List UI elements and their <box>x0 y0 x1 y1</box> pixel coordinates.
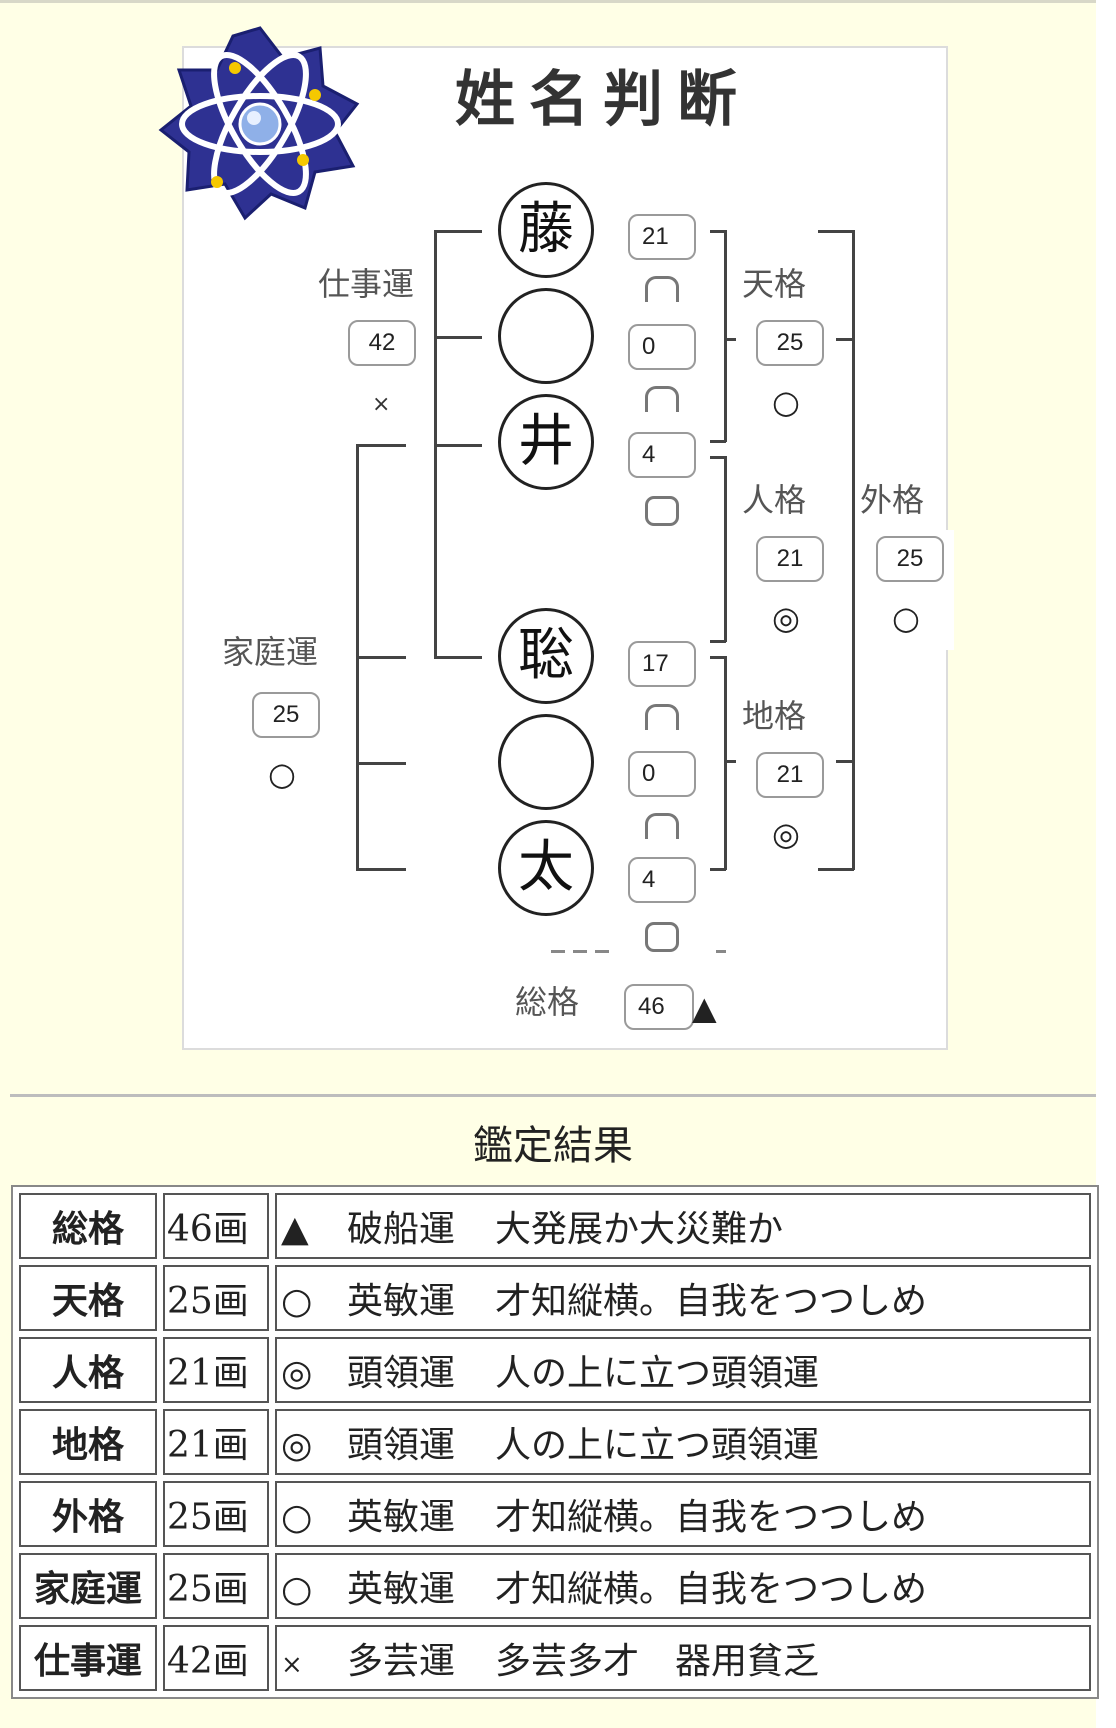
section-divider <box>10 1094 1096 1097</box>
name-char-2[interactable] <box>498 288 594 384</box>
tenkaku-value: 25 <box>756 320 824 366</box>
result-desc: ◎ 頭領運人の上に立つ頭領運 <box>275 1409 1091 1475</box>
result-key: 総格 <box>19 1193 157 1259</box>
result-name: 英敏運 <box>347 1281 456 1322</box>
result-name: 多芸運 <box>347 1641 456 1682</box>
result-key: 外格 <box>19 1481 157 1547</box>
result-desc: ○ 英敏運才知縦横。自我をつつしめ <box>275 1481 1091 1547</box>
result-mark: ○ <box>281 1569 313 1610</box>
tenkaku-label: 天格 <box>742 266 807 302</box>
page-title: 姓名判断 <box>455 65 751 135</box>
jinkaku-mark: ◎ <box>772 599 800 637</box>
result-mark: ◎ <box>281 1425 313 1466</box>
gaikaku-label: 外格 <box>860 482 925 518</box>
result-text: 人の上に立つ頭領運 <box>495 1353 820 1394</box>
result-value: 25画 <box>163 1481 269 1547</box>
result-key: 家庭運 <box>19 1553 157 1619</box>
stroke-box-1: 21 <box>628 214 696 260</box>
connector-arch <box>645 276 679 302</box>
result-desc: ▲ 破船運大発展か大災難か <box>275 1193 1091 1259</box>
shigoto-value: 42 <box>348 320 416 366</box>
result-name: 頭領運 <box>347 1425 456 1466</box>
page-edge <box>1096 0 1116 1728</box>
empty-box <box>645 922 679 952</box>
katei-label: 家庭運 <box>222 634 319 670</box>
result-text: 人の上に立つ頭領運 <box>495 1425 820 1466</box>
results-title: 鑑定結果 <box>473 1123 633 1169</box>
name-char-5[interactable] <box>498 714 594 810</box>
tenkaku-mark: ○ <box>772 383 800 421</box>
chikaku-mark: ◎ <box>772 815 800 853</box>
table-row: 人格 21画 ◎ 頭領運人の上に立つ頭領運 <box>19 1337 1091 1403</box>
result-value: 42画 <box>163 1625 269 1691</box>
result-value: 46画 <box>163 1193 269 1259</box>
katei-mark: ○ <box>268 755 296 793</box>
result-key: 地格 <box>19 1409 157 1475</box>
table-row: 家庭運 25画 ○ 英敏運才知縦横。自我をつつしめ <box>19 1553 1091 1619</box>
soukaku-value: 46 <box>624 984 694 1030</box>
result-key: 人格 <box>19 1337 157 1403</box>
result-desc: ○ 英敏運才知縦横。自我をつつしめ <box>275 1265 1091 1331</box>
stroke-box-4: 17 <box>628 641 696 687</box>
result-name: 破船運 <box>347 1209 456 1250</box>
result-desc: ○ 英敏運才知縦横。自我をつつしめ <box>275 1553 1091 1619</box>
name-char-3[interactable]: 井 <box>498 394 594 490</box>
chikaku-value: 21 <box>756 752 824 798</box>
jinkaku-label: 人格 <box>742 482 807 518</box>
connector-arch <box>645 813 679 839</box>
soukaku-label: 総格 <box>515 984 580 1020</box>
result-mark: ○ <box>281 1281 313 1322</box>
shigoto-label: 仕事運 <box>318 266 415 302</box>
result-text: 才知縦横。自我をつつしめ <box>495 1569 928 1610</box>
result-mark: ◎ <box>281 1353 313 1394</box>
result-mark: ○ <box>281 1497 313 1538</box>
gaikaku-value: 25 <box>876 536 944 582</box>
atom-logo-icon <box>158 26 360 221</box>
result-value: 25画 <box>163 1553 269 1619</box>
stroke-box-5: 0 <box>628 751 696 797</box>
results-table: 総格 46画 ▲破船運大発展か大災難か 天格 25画 ○英敏運才知縦横。自我をつ… <box>11 1185 1099 1699</box>
result-key: 仕事運 <box>19 1625 157 1691</box>
result-desc: ◎ 頭領運人の上に立つ頭領運 <box>275 1337 1091 1403</box>
result-text: 多芸多才 器用貧乏 <box>495 1641 820 1682</box>
empty-box <box>645 496 679 526</box>
result-name: 英敏運 <box>347 1569 456 1610</box>
stroke-box-2: 0 <box>628 324 696 370</box>
result-value: 25画 <box>163 1265 269 1331</box>
gaikaku-mark: ○ <box>892 599 920 637</box>
name-char-1[interactable]: 藤 <box>498 182 594 278</box>
result-key: 天格 <box>19 1265 157 1331</box>
top-rule <box>0 0 1096 3</box>
chikaku-label: 地格 <box>742 698 807 734</box>
table-row: 天格 25画 ○ 英敏運才知縦横。自我をつつしめ <box>19 1265 1091 1331</box>
table-row: 地格 21画 ◎ 頭領運人の上に立つ頭領運 <box>19 1409 1091 1475</box>
stroke-box-6: 4 <box>628 857 696 903</box>
result-text: 大発展か大災難か <box>495 1209 784 1250</box>
stroke-box-3: 4 <box>628 432 696 478</box>
connector-arch <box>645 704 679 730</box>
soukaku-mark: ▲ <box>692 989 717 1027</box>
jinkaku-value: 21 <box>756 536 824 582</box>
name-char-4[interactable]: 聡 <box>498 608 594 704</box>
result-mark: × <box>281 1650 303 1680</box>
panel-gap <box>946 530 954 650</box>
result-desc: × 多芸運多芸多才 器用貧乏 <box>275 1625 1091 1691</box>
table-row: 外格 25画 ○ 英敏運才知縦横。自我をつつしめ <box>19 1481 1091 1547</box>
result-text: 才知縦横。自我をつつしめ <box>495 1281 928 1322</box>
shigoto-mark: × <box>372 392 391 417</box>
connector-arch <box>645 386 679 412</box>
result-value: 21画 <box>163 1409 269 1475</box>
katei-value: 25 <box>252 692 320 738</box>
result-value: 21画 <box>163 1337 269 1403</box>
table-row: 総格 46画 ▲ 破船運大発展か大災難か <box>19 1193 1091 1259</box>
result-name: 頭領運 <box>347 1353 456 1394</box>
table-row: 仕事運 42画 × 多芸運多芸多才 器用貧乏 <box>19 1625 1091 1691</box>
result-mark: ▲ <box>281 1209 309 1250</box>
result-name: 英敏運 <box>347 1497 456 1538</box>
name-char-6[interactable]: 太 <box>498 820 594 916</box>
result-text: 才知縦横。自我をつつしめ <box>495 1497 928 1538</box>
